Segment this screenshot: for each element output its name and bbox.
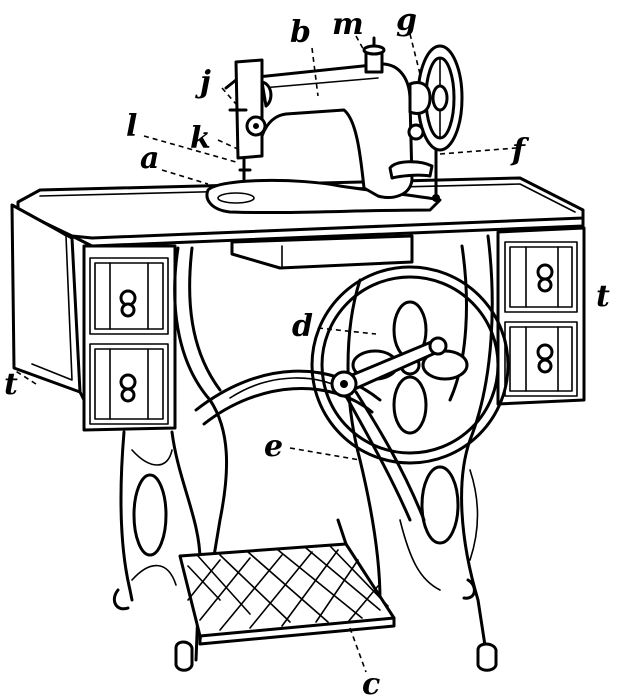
machine-bed-plate <box>205 178 442 215</box>
spool-pin <box>362 36 386 74</box>
label-t-right: t <box>596 279 610 314</box>
leader-j <box>221 87 237 105</box>
leader-l <box>143 135 237 163</box>
center-drawer <box>230 234 414 270</box>
leader-g <box>409 33 421 75</box>
leader-f <box>439 147 517 155</box>
leader-k <box>217 139 241 151</box>
label-b: b <box>290 15 311 50</box>
right-iron-leg <box>346 234 498 672</box>
label-d: d <box>292 309 313 344</box>
machine-arm <box>246 62 414 199</box>
label-a: a <box>140 141 159 176</box>
drawer-knob <box>119 373 137 403</box>
leader-t-left <box>13 369 37 385</box>
left-drawer-box <box>82 244 177 432</box>
drawer-knob <box>536 263 554 293</box>
drawer-knob <box>119 289 137 318</box>
leader-d <box>317 327 377 335</box>
bobbin-winder <box>388 123 440 202</box>
hand-wheel <box>408 44 464 152</box>
label-g: g <box>396 3 417 38</box>
label-e: e <box>264 429 283 464</box>
left-iron-leg <box>112 246 229 672</box>
pitman-rod <box>330 336 448 522</box>
label-t-left: t <box>4 367 18 402</box>
left-drop-leaf <box>10 203 86 402</box>
leader-b <box>311 47 319 97</box>
label-m: m <box>332 7 364 42</box>
label-l: l <box>126 109 137 144</box>
treadle-lattice <box>187 545 389 631</box>
needle-bar-head <box>224 58 273 182</box>
leader-c <box>349 627 367 673</box>
label-c: c <box>362 667 380 700</box>
label-f: f <box>510 133 530 168</box>
drawer-knob <box>536 343 554 374</box>
leader-lines <box>13 33 517 673</box>
label-k: k <box>190 121 211 156</box>
right-drawer-box <box>496 226 586 406</box>
leader-m <box>355 35 367 55</box>
leader-a <box>161 169 209 185</box>
leader-e <box>289 447 361 461</box>
treadle <box>178 518 396 646</box>
label-j: j <box>195 65 211 100</box>
